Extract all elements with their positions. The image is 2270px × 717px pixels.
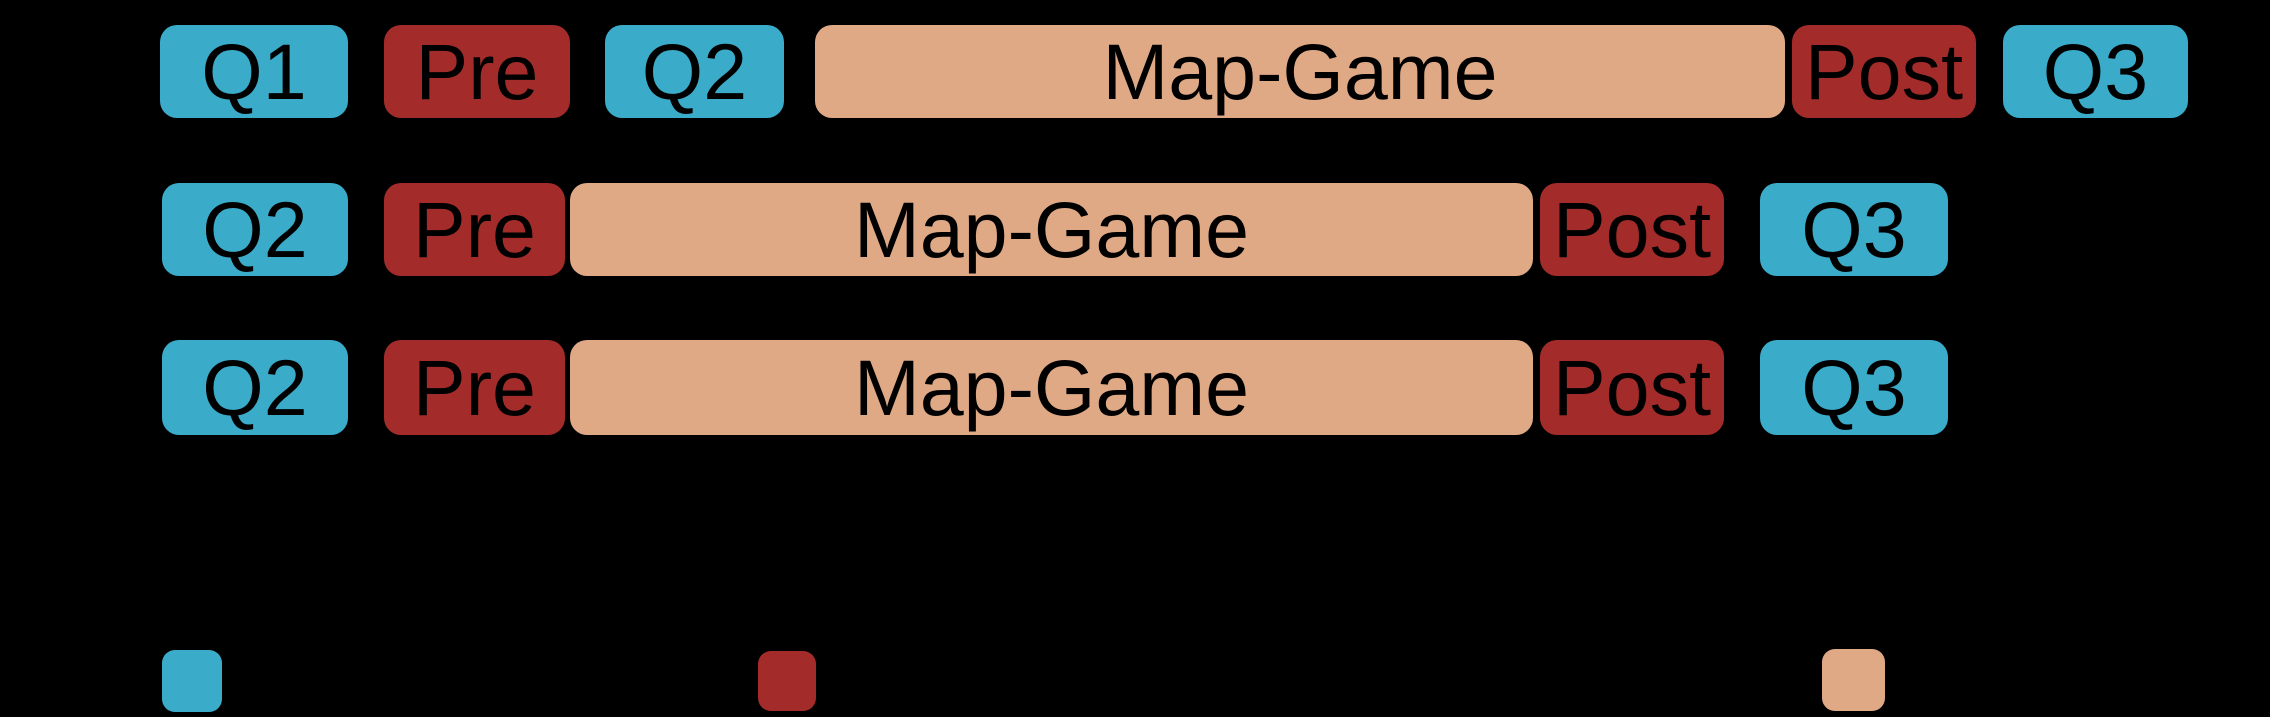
- timeline-box-q3-row1: Q3: [2003, 25, 2188, 118]
- timeline-box-map-game-row1: Map-Game: [815, 25, 1785, 118]
- timeline-box-map-game-row2: Map-Game: [570, 183, 1533, 276]
- timeline-box-q3-row3: Q3: [1760, 340, 1948, 435]
- timeline-box-pre-row1: Pre: [384, 25, 570, 118]
- timeline-box-q1-row1: Q1: [160, 25, 348, 118]
- timeline-box-q2-row1: Q2: [605, 25, 784, 118]
- timeline-box-post-row3: Post: [1540, 340, 1724, 435]
- timeline-box-pre-row3: Pre: [384, 340, 565, 435]
- timeline-box-map-game-row3: Map-Game: [570, 340, 1533, 435]
- legend-swatch-pre-post: [758, 651, 816, 711]
- timeline-box-post-row2: Post: [1540, 183, 1724, 276]
- timeline-box-pre-row2: Pre: [384, 183, 565, 276]
- timeline-box-q2-row3: Q2: [162, 340, 348, 435]
- legend-swatch-questionnaire: [162, 650, 222, 712]
- timeline-box-q3-row2: Q3: [1760, 183, 1948, 276]
- timeline-box-post-row1: Post: [1792, 25, 1976, 118]
- legend-swatch-map-game: [1822, 649, 1885, 711]
- timeline-box-q2-row2: Q2: [162, 183, 348, 276]
